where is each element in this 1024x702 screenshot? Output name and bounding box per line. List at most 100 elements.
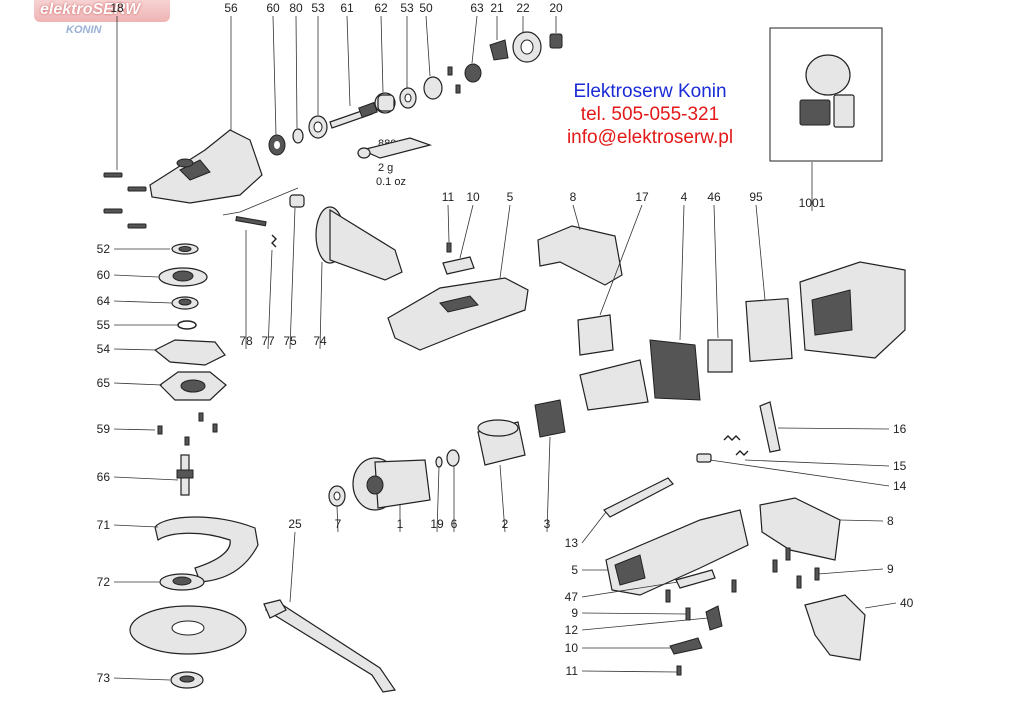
button-10-bot xyxy=(669,637,703,655)
callout-15: 15 xyxy=(893,459,907,473)
grease-amount: 2 g xyxy=(378,162,394,174)
callout-80: 80 xyxy=(289,1,303,15)
leader-64 xyxy=(113,300,173,304)
part-12 xyxy=(705,605,723,631)
leader-2 xyxy=(499,464,506,533)
spindle-66 xyxy=(176,454,194,496)
cap-40 xyxy=(804,594,866,661)
callout-7: 7 xyxy=(335,517,342,531)
part-21 xyxy=(489,39,509,61)
leader-74 xyxy=(319,261,323,350)
leader-62 xyxy=(380,15,384,93)
leader-9-bot xyxy=(581,612,687,615)
callout-12: 12 xyxy=(565,623,579,637)
side-handle-74 xyxy=(315,206,403,281)
disc xyxy=(129,605,247,655)
callout-95: 95 xyxy=(749,190,763,204)
callout-47: 47 xyxy=(565,590,579,604)
callout-54: 54 xyxy=(97,342,111,356)
leader-95 xyxy=(755,204,766,301)
leader-77 xyxy=(267,249,273,350)
callout-17: 17 xyxy=(635,190,649,204)
callout-22: 22 xyxy=(516,1,530,15)
leader-8-top xyxy=(572,204,581,231)
callout-77: 77 xyxy=(261,334,275,348)
cover-8-top xyxy=(537,225,623,286)
flange-22 xyxy=(512,31,542,63)
watermark-subtitle: KONIN xyxy=(66,24,102,36)
callout-73: 73 xyxy=(97,671,111,685)
wrench-25 xyxy=(263,599,397,693)
contact-email[interactable]: info@elektroserw.pl xyxy=(566,127,734,148)
callout-1001: 1001 xyxy=(799,196,826,210)
callout-10-bot: 10 xyxy=(565,641,579,655)
callout-1: 1 xyxy=(397,517,404,531)
callout-53-b: 53 xyxy=(400,1,414,15)
leader-63 xyxy=(471,15,478,64)
label-47 xyxy=(675,569,716,589)
callout-46: 46 xyxy=(707,190,721,204)
callout-8-top: 8 xyxy=(570,190,577,204)
bearing-52 xyxy=(171,243,199,255)
screws-18 xyxy=(103,172,147,229)
callout-6: 6 xyxy=(451,517,458,531)
leader-71 xyxy=(113,524,159,528)
leader-13 xyxy=(581,511,607,544)
callout-18: 18 xyxy=(110,1,124,15)
callout-63: 63 xyxy=(470,1,484,15)
callout-60-top: 60 xyxy=(266,1,280,15)
callout-13: 13 xyxy=(565,536,579,550)
electronics-4 xyxy=(579,339,701,411)
leader-25 xyxy=(289,531,296,603)
callout-72: 72 xyxy=(97,575,111,589)
rod-13 xyxy=(603,477,674,518)
callout-71: 71 xyxy=(97,518,111,532)
leader-8-bot xyxy=(839,519,884,522)
bearing-53b xyxy=(399,87,417,109)
callout-62: 62 xyxy=(374,1,388,15)
callout-59: 59 xyxy=(97,422,111,436)
sleeve-62 xyxy=(374,92,396,114)
lock-63 xyxy=(447,63,482,94)
watermark-badge xyxy=(34,0,170,22)
callout-10-top: 10 xyxy=(466,190,480,204)
leader-50 xyxy=(425,15,431,77)
callout-74: 74 xyxy=(313,334,327,348)
leader-65 xyxy=(113,382,163,386)
bolt-78 xyxy=(235,216,267,227)
bearing-64 xyxy=(171,296,199,310)
bearing-flange-65 xyxy=(159,371,227,401)
leader-73 xyxy=(113,677,171,681)
leader-4 xyxy=(679,204,685,341)
leader-60-top xyxy=(272,15,277,136)
leader-11-bot xyxy=(581,670,678,673)
battery-pack xyxy=(799,261,906,359)
contact-phone: tel. 505-055-321 xyxy=(580,104,720,125)
callout-55: 55 xyxy=(97,318,111,332)
callout-9-right: 9 xyxy=(887,562,894,576)
leader-47 xyxy=(581,581,679,598)
callout-78: 78 xyxy=(239,334,253,348)
callout-3: 3 xyxy=(544,517,551,531)
screw-11-bot xyxy=(676,665,682,676)
callout-61: 61 xyxy=(340,1,354,15)
callout-14: 14 xyxy=(893,479,907,493)
spring-77 xyxy=(271,234,277,248)
leader-46 xyxy=(713,204,719,339)
bearing-6 xyxy=(446,449,460,467)
pinion-60-top xyxy=(268,134,286,156)
leader-7 xyxy=(336,505,339,533)
callout-9-bot: 9 xyxy=(571,606,578,620)
label-46 xyxy=(707,339,733,373)
contact-company: Elektroserw Konin xyxy=(573,81,727,102)
callout-11-top: 11 xyxy=(442,190,455,204)
watermark-title: elektroSERW xyxy=(40,1,141,18)
leader-60 xyxy=(113,274,159,278)
leader-59 xyxy=(113,428,156,431)
leader-15 xyxy=(744,459,890,467)
housing-half-5 xyxy=(605,509,749,596)
callout-52: 52 xyxy=(97,242,111,256)
nut-20 xyxy=(549,33,563,49)
leader-5-top xyxy=(499,204,511,279)
armature-1 xyxy=(352,457,431,511)
